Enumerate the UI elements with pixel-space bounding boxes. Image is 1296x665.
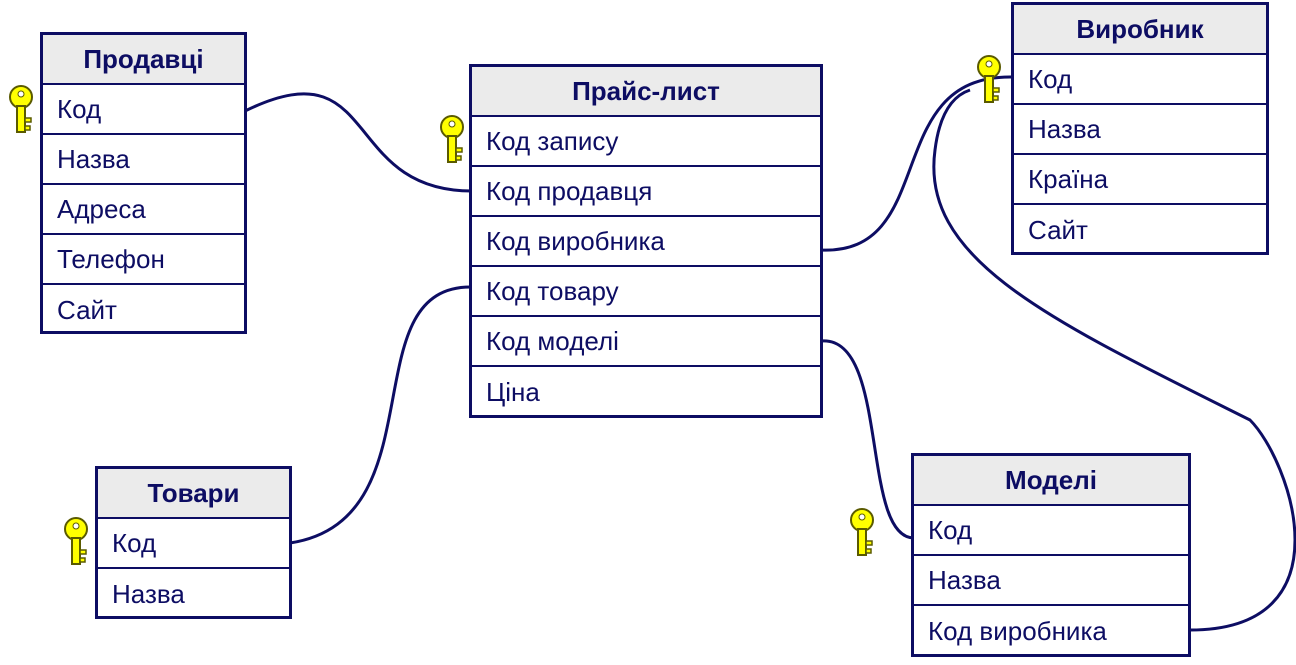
key-icon bbox=[850, 508, 874, 556]
key-icon bbox=[977, 55, 1001, 103]
field-row[interactable]: Сайт bbox=[57, 294, 117, 325]
key-icon bbox=[440, 115, 464, 163]
link-prais-vyrobnyk bbox=[820, 75, 1013, 252]
table-vyrobnyk[interactable]: Виробник Код Назва Країна Сайт bbox=[1011, 2, 1269, 255]
key-icon bbox=[9, 85, 33, 133]
key-icon bbox=[64, 517, 88, 565]
field-row[interactable]: Адреса bbox=[43, 185, 244, 235]
field-row[interactable]: Код товару bbox=[472, 267, 820, 317]
table-title: Моделі bbox=[914, 456, 1188, 506]
field-row[interactable]: Назва bbox=[914, 556, 1188, 606]
link-prodavtsi-prais bbox=[244, 92, 473, 193]
field-row[interactable]: Код виробника bbox=[928, 615, 1107, 646]
field-row[interactable]: Телефон bbox=[43, 235, 244, 285]
field-row[interactable]: Назва bbox=[112, 578, 185, 609]
link-vyrobnyk-modeli bbox=[932, 88, 1296, 632]
field-row[interactable]: Сайт bbox=[1028, 214, 1088, 245]
table-title: Товари bbox=[98, 469, 289, 519]
field-row[interactable]: Країна bbox=[1014, 155, 1266, 205]
field-row[interactable]: Код виробника bbox=[472, 217, 820, 267]
table-title: Виробник bbox=[1014, 5, 1266, 55]
field-row[interactable]: Код bbox=[914, 506, 1188, 556]
field-row[interactable]: Код bbox=[1014, 55, 1266, 105]
link-tovary-prais bbox=[289, 285, 473, 545]
link-prais-modeli bbox=[820, 339, 915, 540]
table-modeli[interactable]: Моделі Код Назва Код виробника bbox=[911, 453, 1191, 657]
field-row[interactable]: Код продавця bbox=[472, 167, 820, 217]
field-row[interactable]: Код bbox=[43, 85, 244, 135]
table-prais-lyst[interactable]: Прайс-лист Код запису Код продавця Код в… bbox=[469, 64, 823, 418]
field-row[interactable]: Код моделі bbox=[472, 317, 820, 367]
table-title: Прайс-лист bbox=[472, 67, 820, 117]
field-row[interactable]: Код запису bbox=[472, 117, 820, 167]
field-row[interactable]: Назва bbox=[43, 135, 244, 185]
field-row[interactable]: Назва bbox=[1014, 105, 1266, 155]
field-row[interactable]: Ціна bbox=[486, 376, 540, 407]
table-tovary[interactable]: Товари Код Назва bbox=[95, 466, 292, 619]
field-row[interactable]: Код bbox=[98, 519, 289, 569]
table-title: Продавці bbox=[43, 35, 244, 85]
table-prodavtsi[interactable]: Продавці Код Назва Адреса Телефон Сайт bbox=[40, 32, 247, 334]
